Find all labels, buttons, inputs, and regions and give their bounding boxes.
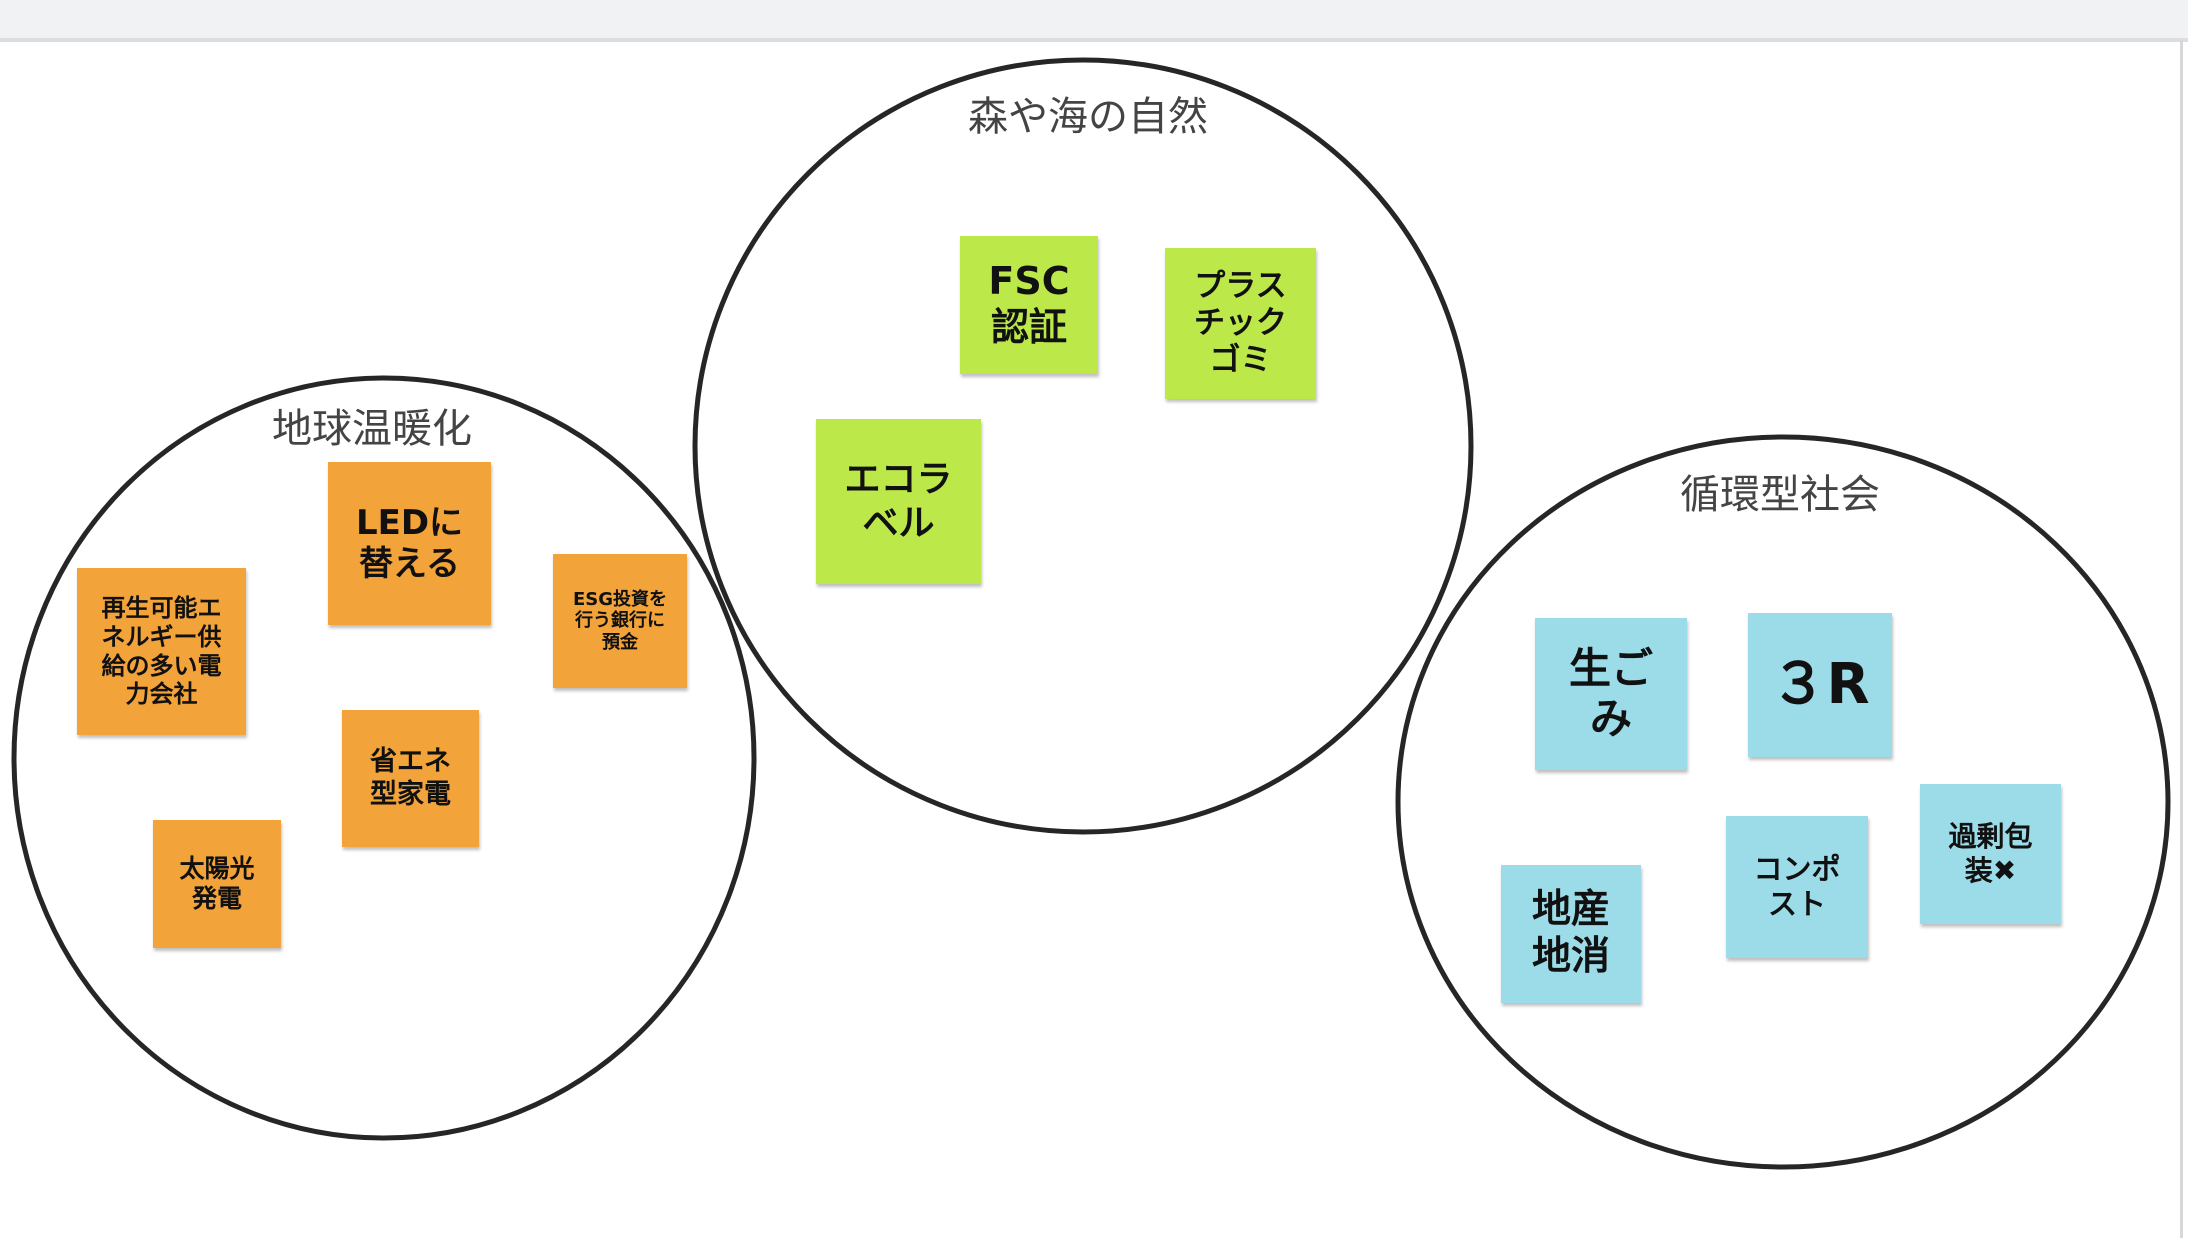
sticky-note[interactable]: 太陽光 発電 bbox=[153, 820, 281, 948]
sticky-note[interactable]: プラス チック ゴミ bbox=[1165, 248, 1316, 399]
canvas-right-border bbox=[2180, 40, 2183, 1238]
group-circle-circular-society[interactable] bbox=[1395, 434, 2171, 1170]
sticky-note[interactable]: FSC 認証 bbox=[960, 236, 1098, 374]
sticky-note[interactable]: エコラ ベル bbox=[816, 419, 981, 584]
sticky-note[interactable]: 省エネ 型家電 bbox=[342, 710, 479, 847]
sticky-note[interactable]: コンポ スト bbox=[1726, 816, 1868, 958]
group-circle-global-warming[interactable] bbox=[11, 375, 757, 1141]
sticky-note[interactable]: ３R bbox=[1748, 613, 1892, 757]
group-title-circular-society[interactable]: 循環型社会 bbox=[1680, 472, 1880, 518]
sticky-note[interactable]: 過剰包 装✖ bbox=[1920, 784, 2061, 924]
sticky-note[interactable]: 生ご み bbox=[1535, 618, 1687, 770]
group-title-global-warming[interactable]: 地球温暖化 bbox=[272, 406, 472, 452]
sticky-note[interactable]: 地産 地消 bbox=[1501, 865, 1641, 1003]
sticky-note[interactable]: LEDに 替える bbox=[328, 462, 491, 625]
toolbar-area bbox=[0, 0, 2188, 42]
group-circle-nature[interactable] bbox=[692, 57, 1474, 835]
group-title-nature[interactable]: 森や海の自然 bbox=[968, 94, 1208, 140]
sticky-note[interactable]: 再生可能エ ネルギー供 給の多い電 力会社 bbox=[77, 568, 246, 735]
sticky-note[interactable]: ESG投資を 行う銀行に 預金 bbox=[553, 554, 687, 688]
